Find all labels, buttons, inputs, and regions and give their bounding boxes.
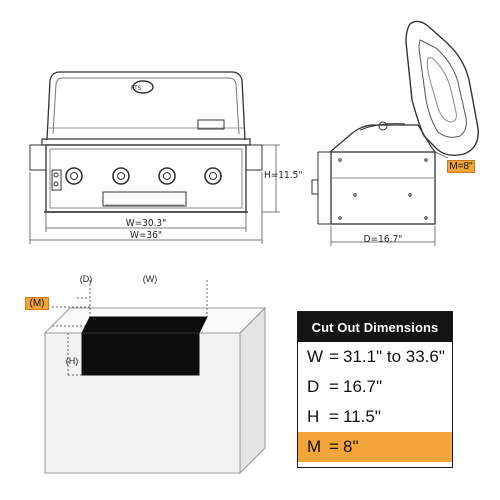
- grill-front-view: [29, 71, 263, 213]
- front-dimension-lines: [29, 144, 280, 244]
- spec-value: 31.1" to 33.6": [343, 347, 445, 366]
- equals-sign: =: [329, 407, 339, 426]
- spec-value: 8": [343, 437, 359, 456]
- brand-plate: [197, 119, 225, 130]
- logo-text: RTS: [131, 85, 142, 92]
- front-height-label: H=11.5": [264, 170, 302, 181]
- side-depth-label: D=16.7": [364, 234, 403, 245]
- equals-sign: =: [329, 377, 339, 396]
- spec-key: H: [307, 407, 320, 426]
- island-cutout-view: [43, 280, 267, 475]
- spec-row-depth: D = 16.7": [298, 372, 452, 402]
- spec-key: D: [307, 377, 320, 396]
- cutout-width-label: (W): [143, 274, 158, 284]
- spec-row-m: M = 8": [298, 432, 452, 462]
- cutout-height-label: (H): [66, 356, 79, 366]
- side-m-label: M=8": [447, 160, 475, 173]
- spec-key: M: [307, 437, 322, 456]
- grill-side-view: [311, 20, 479, 225]
- cutout-opening: [81, 316, 208, 376]
- spec-key: W: [307, 347, 324, 366]
- cut-out-dimensions-panel: Cut Out Dimensions W = 31.1" to 33.6" D …: [297, 311, 453, 468]
- spec-row-height: H = 11.5": [298, 402, 452, 432]
- spec-row-width: W = 31.1" to 33.6": [298, 342, 452, 372]
- front-inner-width-label: W=30.3": [126, 218, 167, 229]
- burner-knobs: [65, 167, 222, 185]
- cutout-depth-label: (D): [80, 274, 93, 284]
- equals-sign: =: [329, 437, 339, 456]
- spec-value: 16.7": [343, 377, 383, 396]
- panel-title: Cut Out Dimensions: [298, 312, 452, 342]
- logo-badge: [132, 80, 154, 94]
- cutout-m-label: (M): [25, 297, 49, 310]
- spec-value: 11.5": [343, 407, 381, 426]
- equals-sign: =: [329, 347, 339, 366]
- side-dimension-lines: [330, 151, 449, 246]
- front-outer-width-label: W=36": [130, 230, 162, 241]
